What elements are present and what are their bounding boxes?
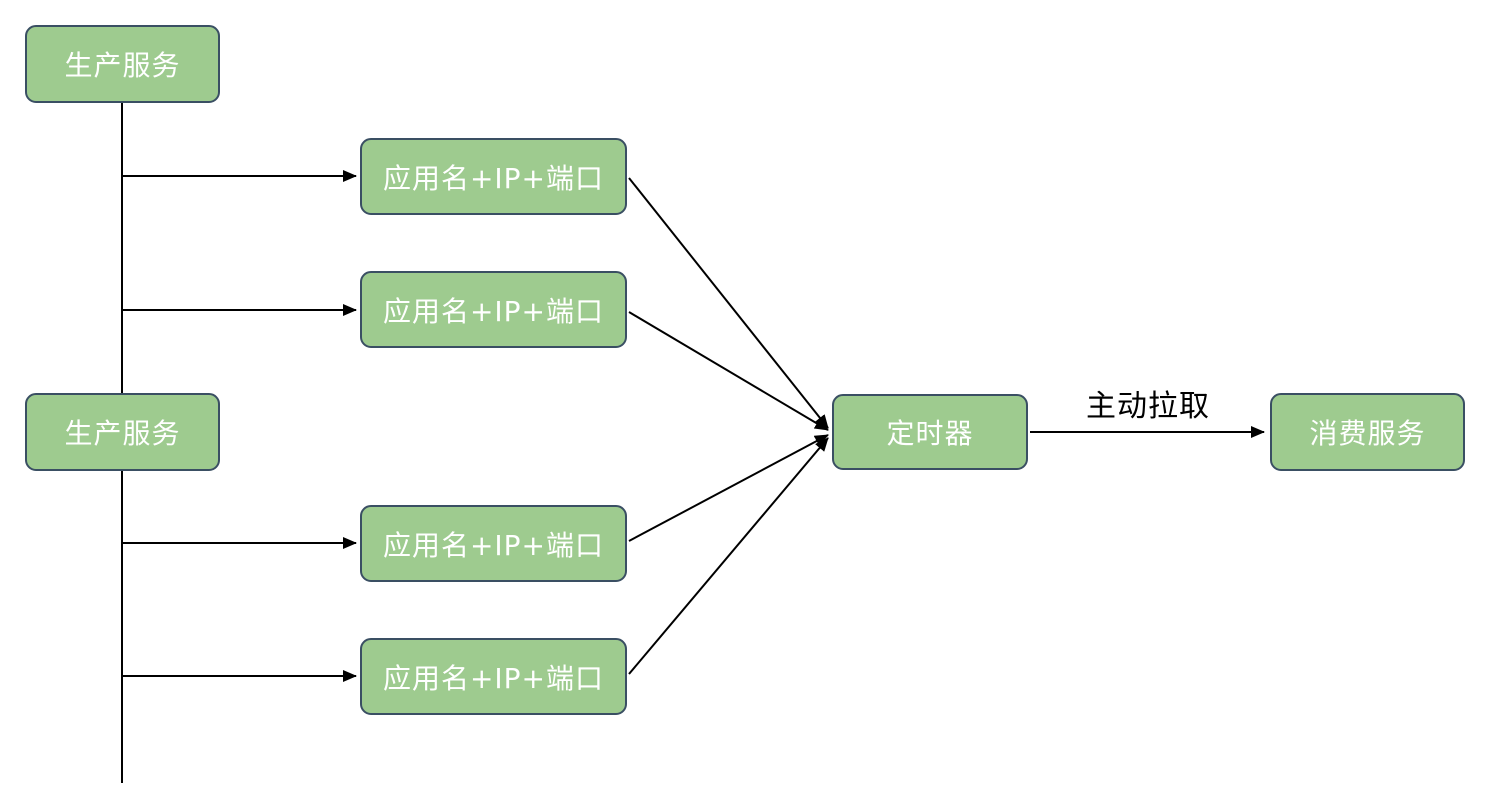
- node-timer-label: 定时器: [886, 417, 974, 450]
- node-app-endpoint-4: 应用名+IP+端口: [360, 638, 627, 715]
- node-timer: 定时器: [832, 394, 1028, 470]
- node-app-endpoint-3-label: 应用名+IP+端口: [382, 528, 605, 562]
- edge-app3-timer: [628, 434, 829, 542]
- edge-label-active-pull: 主动拉取: [1086, 389, 1210, 424]
- edge-app1-timer: [628, 177, 829, 429]
- node-consumer-label: 消费服务: [1309, 417, 1426, 450]
- node-app-endpoint-1-label: 应用名+IP+端口: [382, 161, 605, 195]
- node-app-endpoint-3: 应用名+IP+端口: [360, 505, 627, 582]
- node-producer-2-label: 生产服务: [64, 417, 181, 450]
- node-app-endpoint-1: 应用名+IP+端口: [360, 138, 627, 215]
- node-producer-1-label: 生产服务: [64, 49, 181, 82]
- node-producer-2: 生产服务: [25, 393, 220, 471]
- node-consumer: 消费服务: [1270, 393, 1465, 471]
- edge-app4-timer: [628, 437, 829, 675]
- node-app-endpoint-2: 应用名+IP+端口: [360, 271, 627, 348]
- node-app-endpoint-2-label: 应用名+IP+端口: [382, 294, 605, 328]
- node-app-endpoint-4-label: 应用名+IP+端口: [382, 661, 605, 695]
- edge-app2-timer: [628, 311, 829, 431]
- node-producer-1: 生产服务: [25, 25, 220, 103]
